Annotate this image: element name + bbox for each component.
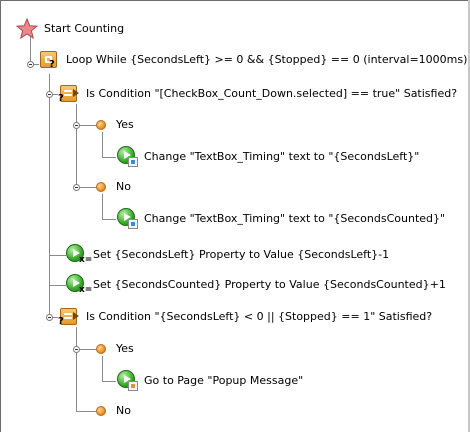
node-label: Change "TextBox_Timing" text to "{Second… — [144, 212, 446, 225]
tree-connector — [102, 157, 116, 158]
orange-dot-icon — [96, 182, 106, 192]
tree-connector — [76, 327, 77, 411]
collapse-toggle-yes2[interactable] — [73, 346, 80, 353]
node-label: Set {SecondsLeft} Property to Value {Sec… — [93, 248, 390, 261]
tree-connector — [49, 74, 50, 321]
tree-connector — [76, 104, 77, 187]
condition-icon: ? — [58, 306, 80, 328]
tree-connector — [49, 94, 58, 95]
node-label: Yes — [116, 118, 134, 131]
node-label: Loop While {SecondsLeft} >= 0 && {Stoppe… — [66, 53, 468, 66]
loop-icon: ? — [38, 49, 60, 71]
change-text-icon — [117, 208, 139, 230]
tree-connector — [30, 64, 39, 65]
star-icon — [16, 18, 38, 40]
frame-top-border — [0, 0, 470, 1]
tree-node-loop[interactable]: ? Loop While {SecondsLeft} >= 0 && {Stop… — [38, 48, 467, 72]
tree-node-yes2[interactable]: Yes — [96, 337, 134, 361]
tree-node-change2[interactable]: Change "TextBox_Timing" text to "{Second… — [117, 207, 445, 231]
frame-right-border — [468, 0, 470, 432]
set-property-icon: x= — [66, 274, 92, 296]
node-label: Change "TextBox_Timing" text to "{Second… — [144, 150, 420, 163]
tree-node-no2[interactable]: No — [96, 399, 131, 423]
node-label: Go to Page "Popup Message" — [144, 374, 304, 387]
change-text-icon — [117, 146, 139, 168]
collapse-toggle-yes1[interactable] — [73, 122, 80, 129]
tree-connector — [76, 125, 96, 126]
node-label: No — [116, 404, 131, 417]
collapse-toggle-no1[interactable] — [73, 184, 80, 191]
collapse-toggle-loop[interactable] — [27, 61, 34, 68]
condition-icon: ? — [58, 83, 80, 105]
tree-connector — [49, 255, 66, 256]
collapse-toggle-condition1[interactable] — [46, 91, 53, 98]
collapse-toggle-condition2[interactable] — [46, 314, 53, 321]
tree-connector — [49, 317, 58, 318]
tree-connector — [76, 349, 96, 350]
orange-dot-icon — [96, 406, 106, 416]
tree-node-yes1[interactable]: Yes — [96, 113, 134, 137]
tree-node-goto[interactable]: Go to Page "Popup Message" — [117, 369, 303, 393]
node-label: No — [116, 180, 131, 193]
node-label: Is Condition "[CheckBox_Count_Down.selec… — [86, 87, 458, 100]
tree-node-condition2[interactable]: ? Is Condition "{SecondsLeft} < 0 || {St… — [58, 305, 432, 329]
tree-node-no1[interactable]: No — [96, 175, 131, 199]
frame-left-border — [0, 0, 1, 432]
node-label: Is Condition "{SecondsLeft} < 0 || {Stop… — [86, 310, 433, 323]
tree-connector — [30, 36, 31, 64]
tree-node-set2[interactable]: x= Set {SecondsCounted} Property to Valu… — [66, 273, 446, 297]
tree-connector — [102, 381, 116, 382]
tree-connector — [76, 187, 96, 188]
tree-node-condition1[interactable]: ? Is Condition "[CheckBox_Count_Down.sel… — [58, 82, 457, 106]
go-to-page-icon — [117, 370, 139, 392]
node-label: Yes — [116, 342, 134, 355]
tree-connector — [49, 285, 66, 286]
tree-node-change1[interactable]: Change "TextBox_Timing" text to "{Second… — [117, 145, 419, 169]
tree-connector — [76, 411, 96, 412]
tree-connector — [102, 194, 103, 219]
tree-connector — [102, 356, 103, 381]
tree-node-set1[interactable]: x= Set {SecondsLeft} Property to Value {… — [66, 243, 389, 267]
tree-connector — [102, 132, 103, 157]
orange-dot-icon — [96, 120, 106, 130]
tree-node-start-counting[interactable]: Start Counting — [16, 17, 124, 41]
node-label: Set {SecondsCounted} Property to Value {… — [93, 278, 446, 291]
set-property-icon: x= — [66, 244, 92, 266]
orange-dot-icon — [96, 344, 106, 354]
node-label: Start Counting — [44, 22, 125, 35]
tree-connector — [102, 219, 116, 220]
